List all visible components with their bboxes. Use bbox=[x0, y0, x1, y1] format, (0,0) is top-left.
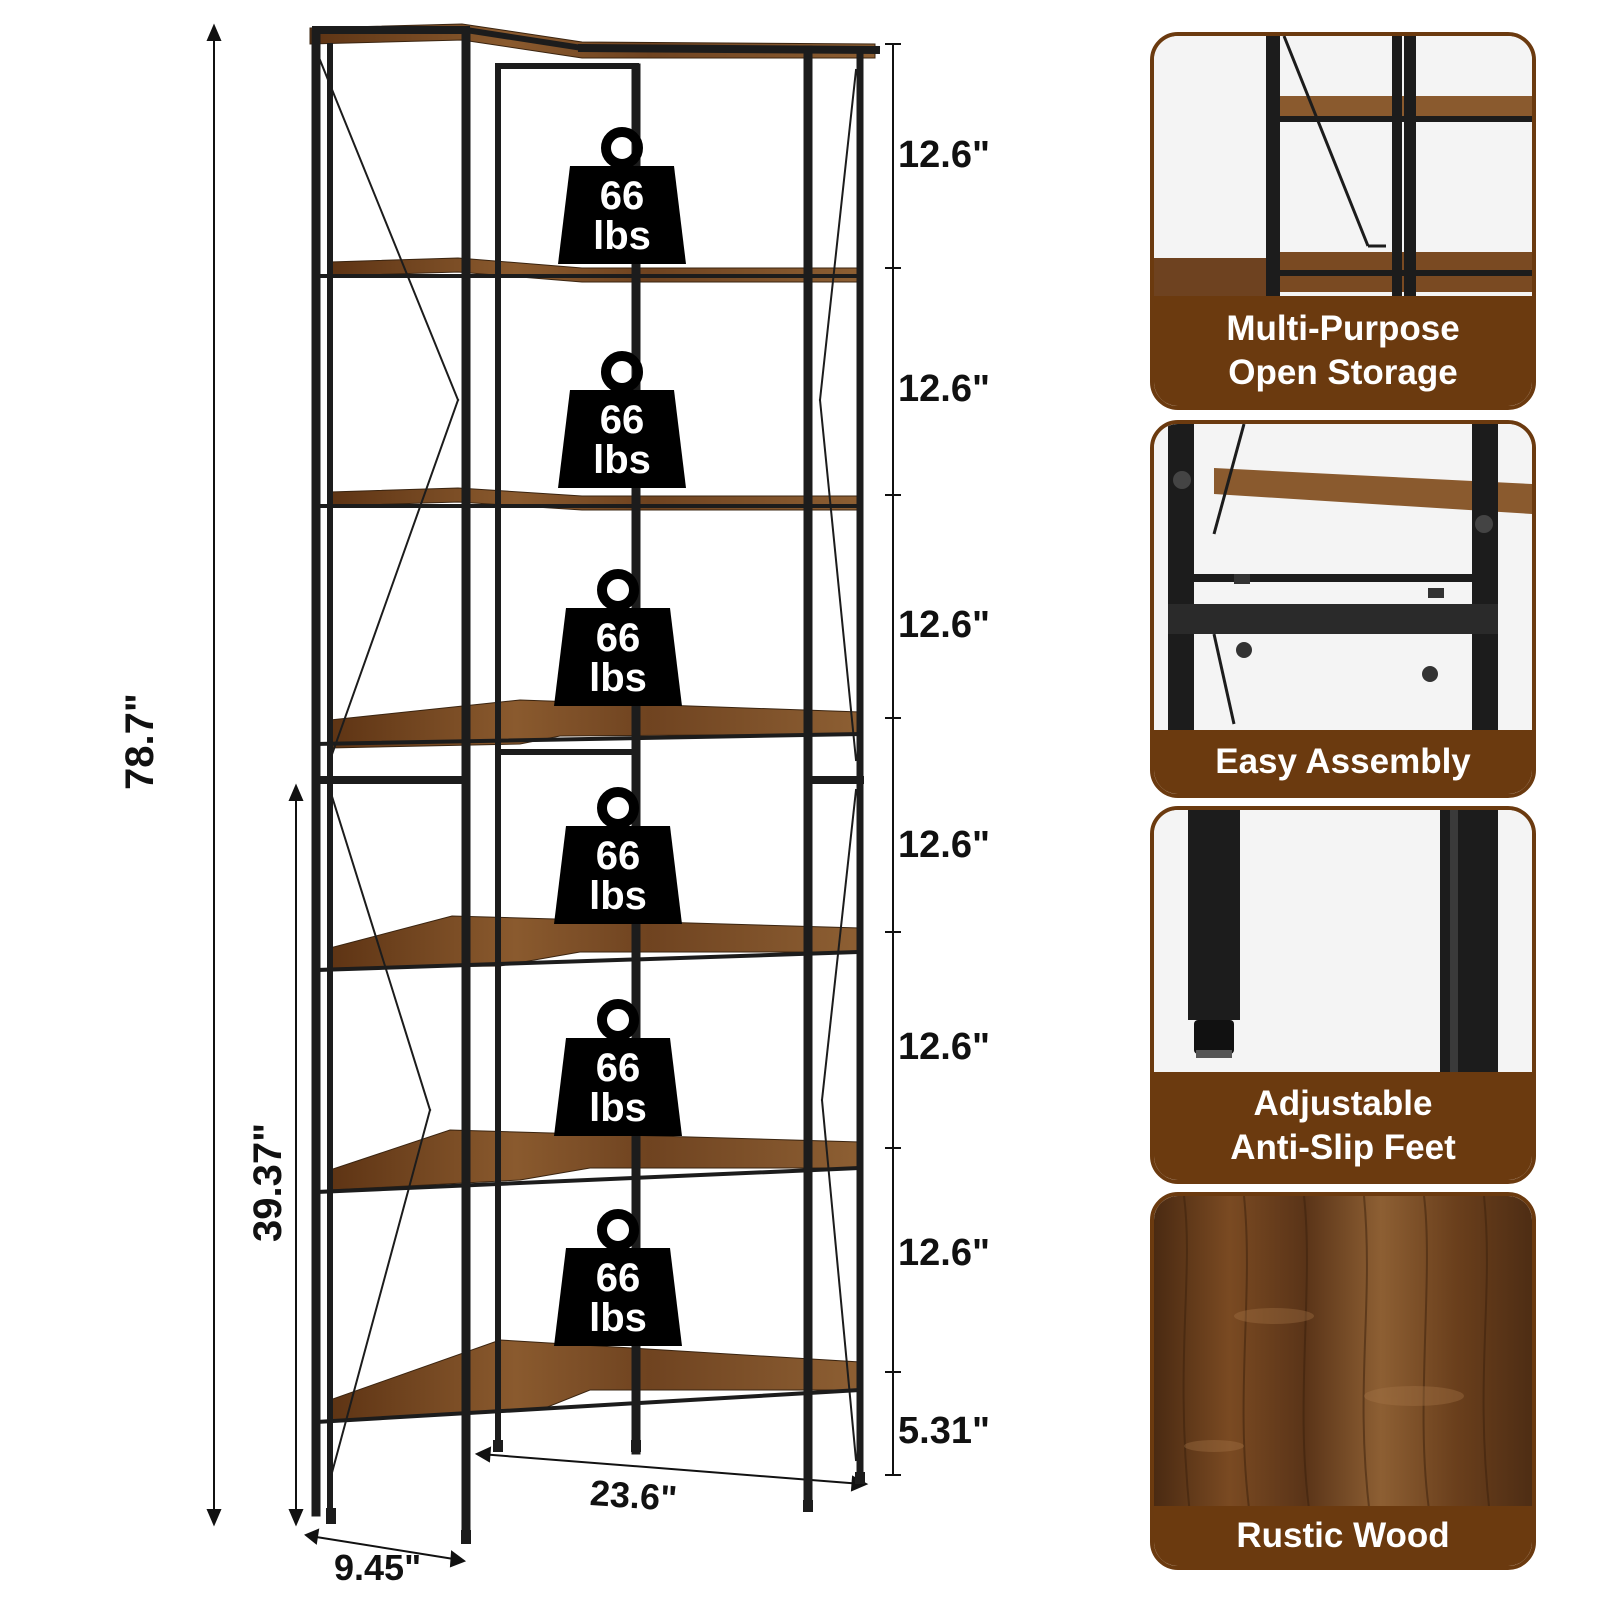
weight-unit: lbs bbox=[593, 214, 651, 258]
shelf-spacing-label: 12.6" bbox=[898, 1232, 990, 1274]
weight-unit: lbs bbox=[593, 438, 651, 482]
feature-caption: Adjustable Anti-Slip Feet bbox=[1154, 1072, 1532, 1180]
weight-icon bbox=[554, 999, 682, 1136]
weight-capacity-badge: 66 lbs bbox=[553, 618, 683, 698]
weight-icon bbox=[558, 127, 686, 264]
caption-line: Easy Assembly bbox=[1215, 742, 1471, 781]
caption-line: Multi-Purpose bbox=[1226, 309, 1460, 348]
open-storage-photo bbox=[1154, 36, 1532, 326]
weight-icon bbox=[554, 787, 682, 924]
anti-slip-feet-photo bbox=[1154, 810, 1532, 1090]
weight-value: 66 bbox=[595, 616, 641, 660]
weight-value: 66 bbox=[595, 1256, 641, 1300]
weight-value: 66 bbox=[599, 398, 645, 442]
corner-shelf-illustration bbox=[206, 23, 901, 1568]
weight-unit: lbs bbox=[589, 1086, 647, 1130]
feature-caption: Multi-Purpose Open Storage bbox=[1154, 296, 1532, 406]
weight-value: 66 bbox=[595, 1046, 641, 1090]
weight-capacity-badge: 66 lbs bbox=[553, 1258, 683, 1338]
feature-card-open-storage: Multi-Purpose Open Storage bbox=[1150, 32, 1536, 410]
weight-unit: lbs bbox=[589, 1296, 647, 1340]
metal-frame bbox=[311, 26, 881, 1540]
weight-icon bbox=[558, 351, 686, 488]
weight-unit: lbs bbox=[589, 874, 647, 918]
feature-caption: Easy Assembly bbox=[1154, 730, 1532, 794]
rustic-wood-texture bbox=[1154, 1196, 1532, 1516]
width-label: 23.6" bbox=[588, 1472, 679, 1519]
shelf-spacing-label: 12.6" bbox=[898, 1026, 990, 1068]
depth-label: 9.45" bbox=[334, 1547, 422, 1588]
caption-line: Open Storage bbox=[1228, 353, 1458, 392]
feature-card-rustic-wood: Rustic Wood bbox=[1150, 1192, 1536, 1570]
weight-capacity-badge: 66 lbs bbox=[553, 1048, 683, 1128]
easy-assembly-photo bbox=[1154, 424, 1532, 744]
shelf-spacing-label: 12.6" bbox=[898, 134, 990, 176]
feature-card-anti-slip-feet: Adjustable Anti-Slip Feet bbox=[1150, 806, 1536, 1184]
total-height-label: 78.7" bbox=[118, 693, 162, 790]
bottom-clearance-label: 5.31" bbox=[898, 1410, 990, 1452]
shelf-spacing-label: 12.6" bbox=[898, 604, 990, 646]
caption-line: Rustic Wood bbox=[1236, 1516, 1450, 1555]
caption-line: Adjustable bbox=[1253, 1084, 1433, 1123]
weight-value: 66 bbox=[599, 174, 645, 218]
feature-caption: Rustic Wood bbox=[1154, 1506, 1532, 1566]
weight-icon bbox=[554, 569, 682, 706]
shelf-spacing-label: 12.6" bbox=[898, 368, 990, 410]
leveling-feet bbox=[326, 1440, 865, 1544]
lower-height-label: 39.37" bbox=[246, 1122, 290, 1242]
feature-card-easy-assembly: Easy Assembly bbox=[1150, 420, 1536, 798]
dimension-lines bbox=[206, 23, 901, 1568]
weight-capacity-badge: 66 lbs bbox=[553, 836, 683, 916]
shelf-spacing-label: 12.6" bbox=[898, 824, 990, 866]
caption-line: Anti-Slip Feet bbox=[1230, 1128, 1456, 1167]
weight-icon bbox=[554, 1209, 682, 1346]
weight-capacity-badge: 66 lbs bbox=[557, 176, 687, 256]
weight-unit: lbs bbox=[589, 656, 647, 700]
weight-capacity-badge: 66 lbs bbox=[557, 400, 687, 480]
weight-value: 66 bbox=[595, 834, 641, 878]
weight-icons bbox=[554, 127, 686, 1346]
